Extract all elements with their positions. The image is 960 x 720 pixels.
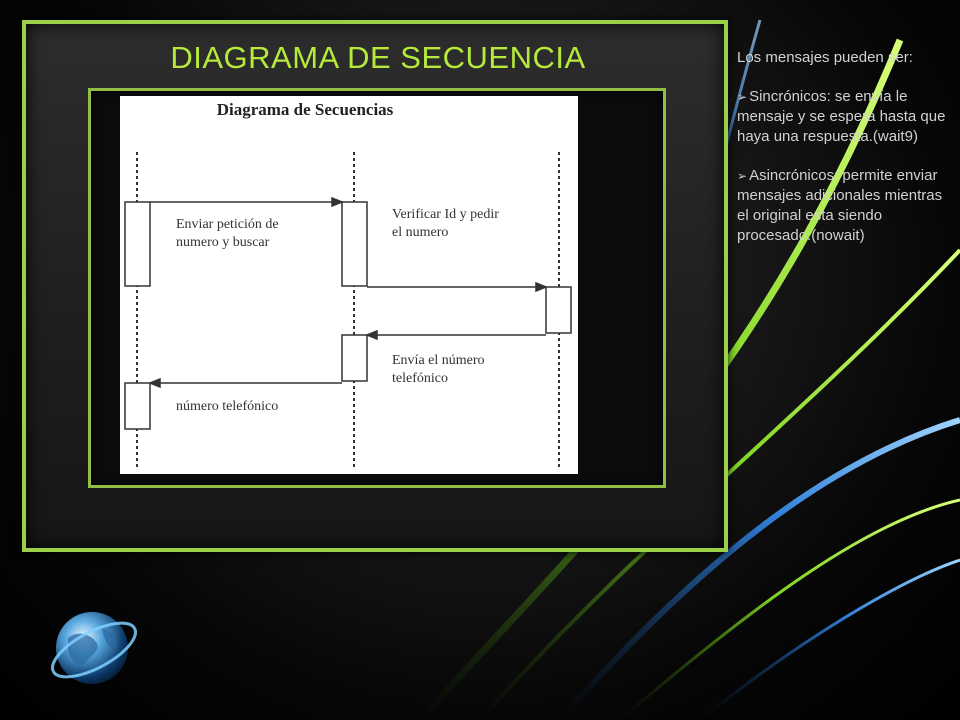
message-label-line: Enviar petición de: [176, 217, 279, 232]
arrow-head: [364, 329, 378, 341]
message-label-line: numero y buscar: [176, 235, 270, 250]
side-intro: Los mensajes pueden ser:: [737, 49, 913, 66]
activation-box: [545, 286, 572, 334]
arrow-head: [535, 281, 549, 293]
sequence-diagram-image: Diagrama de Secuencias Enviar petición d…: [120, 96, 578, 474]
arrow-head: [331, 196, 345, 208]
message-label: Verificar Id y pedir el numero: [392, 206, 499, 242]
activation-box: [341, 201, 368, 287]
side-bullet: ➢Sincrónicos: se envía le mensaje y se e…: [737, 87, 957, 147]
diagram-title: Diagrama de Secuencias: [216, 100, 394, 119]
arrow-bullet-icon: ➢: [737, 169, 748, 183]
arrow-head: [147, 377, 161, 389]
arrow-bullet-icon: ➢: [737, 90, 748, 104]
message-label-line: Envía el número: [392, 353, 485, 368]
message-label: Envía el número telefónico: [392, 352, 485, 388]
message-label-line: el numero: [392, 225, 449, 240]
message-label: Enviar petición de numero y buscar: [176, 216, 279, 252]
message-label: número telefónico: [176, 398, 278, 416]
activation-box: [341, 334, 368, 382]
globe-logo-icon: [51, 612, 137, 684]
message-label-line: telefónico: [392, 371, 448, 386]
slide-title: DIAGRAMA DE SECUENCIA: [170, 40, 586, 75]
message-label-line: Verificar Id y pedir: [392, 207, 499, 222]
side-bullet-text: Asincrónicos: permite enviar mensajes ad…: [737, 167, 943, 244]
side-bullet: ➢Asincrónicos: permite enviar mensajes a…: [737, 166, 957, 246]
message-label-line: número telefónico: [176, 399, 279, 414]
side-text-panel: Los mensajes pueden ser: ➢Sincrónicos: s…: [737, 48, 957, 265]
activation-box: [124, 382, 151, 430]
activation-box: [124, 201, 151, 287]
sequence-diagram-svg: [124, 152, 572, 468]
side-bullet-text: Sincrónicos: se envía le mensaje y se es…: [737, 88, 946, 145]
